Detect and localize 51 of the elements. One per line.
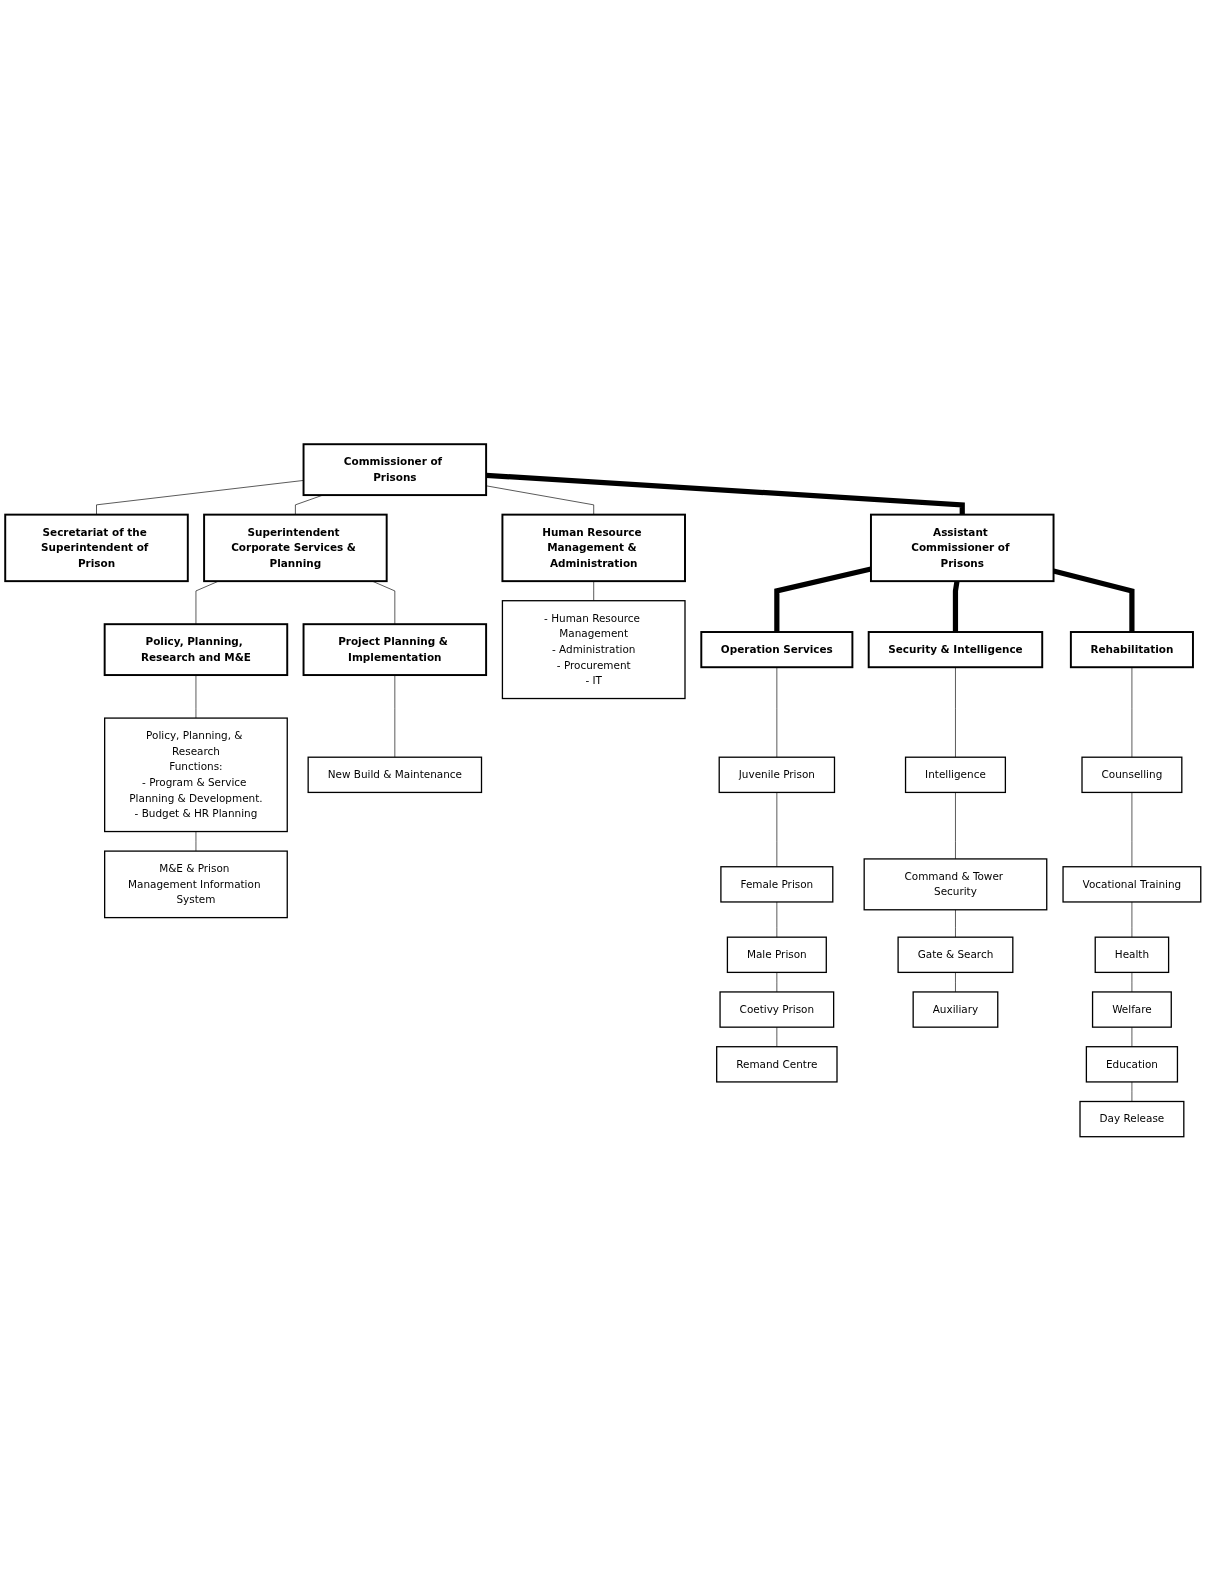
connector xyxy=(1131,666,1133,758)
node-box: - Human Resource Management - Administration - Procurement - IT xyxy=(501,599,686,699)
node-box: Juvenile Prison xyxy=(718,756,836,793)
node-box: Education xyxy=(1085,1045,1179,1083)
node-box: Counselling xyxy=(1081,756,1183,793)
node-box: Command & Tower Security xyxy=(863,857,1048,910)
node-box: Gate & Search xyxy=(897,936,1014,973)
node-box: Assistant Commissioner of Prisons xyxy=(870,513,1055,582)
node-box: Secretariat of the Superintendent of Prison xyxy=(4,513,189,582)
connector xyxy=(776,971,778,992)
connector xyxy=(593,580,595,601)
connector xyxy=(1131,971,1133,992)
node-box: M&E & Prison Management Information System xyxy=(104,850,288,918)
connector xyxy=(1131,1081,1133,1102)
connector xyxy=(952,580,960,632)
node-box: Policy, Planning, & Research Functions: - Program & Service Planning & Development. - Budget & HR Planning xyxy=(104,716,288,832)
node-box: Project Planning & Implementation xyxy=(302,622,488,676)
connector xyxy=(195,674,197,718)
connector xyxy=(955,909,956,938)
node-box: Welfare xyxy=(1091,990,1172,1028)
connector xyxy=(955,666,956,758)
connector xyxy=(295,494,324,515)
node-box: Health xyxy=(1094,936,1170,973)
node-box: Auxiliary xyxy=(912,990,999,1028)
node-box: Human Resource Management & Administration xyxy=(501,513,686,582)
node-box: Female Prison xyxy=(720,865,834,903)
node-box: Vocational Training xyxy=(1062,865,1202,903)
node-box: Policy, Planning, Research and M&E xyxy=(103,622,289,676)
connector xyxy=(776,791,778,867)
node-box: Coetivy Prison xyxy=(719,990,835,1028)
node-box: Rehabilitation xyxy=(1069,630,1194,668)
node-box: Male Prison xyxy=(726,936,827,973)
node-box: Remand Centre xyxy=(716,1045,838,1083)
connector xyxy=(955,971,956,992)
node-box: Operation Services xyxy=(700,630,854,668)
connector xyxy=(955,791,956,859)
connector xyxy=(195,830,197,851)
connector xyxy=(776,1026,778,1047)
connector xyxy=(776,901,778,938)
connector xyxy=(776,666,778,758)
node-box: Intelligence xyxy=(904,756,1006,793)
node-box: Security & Intelligence xyxy=(867,630,1044,668)
connector xyxy=(96,479,304,515)
connector xyxy=(1131,791,1133,867)
node-box: Day Release xyxy=(1079,1100,1185,1137)
connector xyxy=(1131,1026,1133,1047)
node-box: Commissioner of Prisons xyxy=(302,442,488,496)
node-box: Superintendent Corporate Services & Planning xyxy=(203,513,388,582)
connector xyxy=(1131,901,1133,938)
node-box: New Build & Maintenance xyxy=(307,756,483,793)
connector xyxy=(394,674,396,758)
